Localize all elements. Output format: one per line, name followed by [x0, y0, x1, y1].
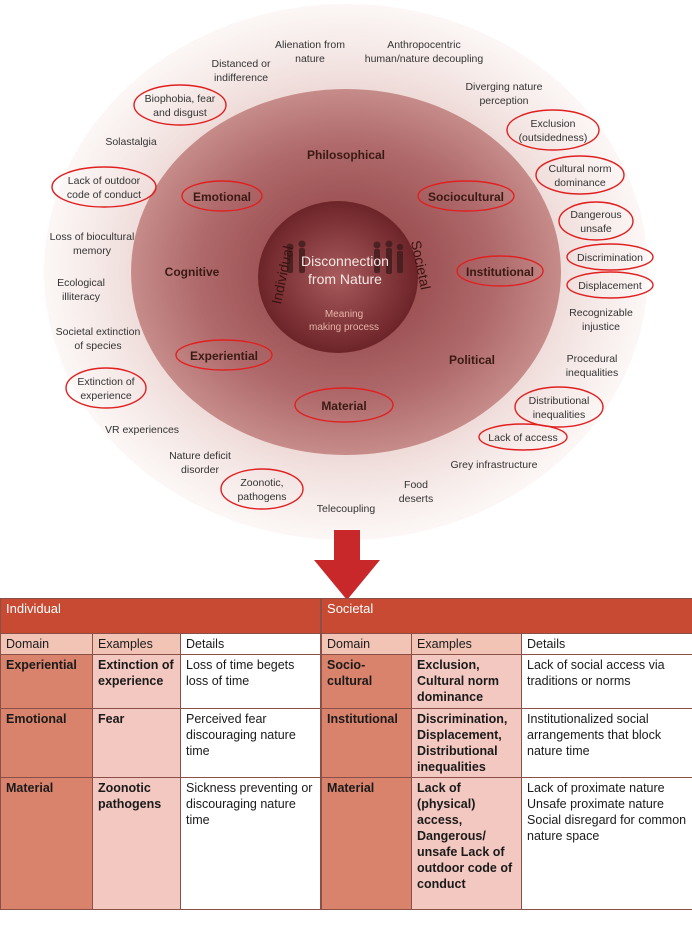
highlight-oval-cultural-norm — [535, 155, 625, 195]
cell-domain: Socio-cultural — [321, 654, 413, 709]
header-details: Details — [521, 633, 692, 655]
cell-examples: Zoonotic pathogens — [92, 777, 181, 910]
outer-solastalgia: Solastalgia — [105, 136, 157, 148]
cell-domain: Experiential — [0, 654, 93, 709]
highlight-oval-emotional — [181, 180, 263, 212]
domain-material: Material — [321, 399, 366, 413]
cell-examples: Lack of (physical) access, Dangerous/ un… — [411, 777, 523, 910]
cell-details: Institutionalized social arrangements th… — [521, 708, 692, 778]
core-title-2: from Nature — [308, 271, 382, 287]
highlight-oval-displacement — [566, 271, 654, 299]
highlight-oval-discrimination — [566, 243, 654, 271]
highlight-oval-experiential — [175, 339, 273, 371]
domain-philosophical: Philosophical — [307, 148, 385, 162]
table-row: Material Zoonotic pathogens Sickness pre… — [0, 777, 692, 910]
cell-examples: Extinction of experience — [92, 654, 181, 709]
highlight-oval-distributional — [514, 386, 604, 428]
core-subtitle-1: Meaning — [325, 309, 363, 320]
outer-grey: Grey infrastructure — [451, 459, 538, 471]
highlight-oval-sociocultural — [417, 180, 515, 212]
domain-emotional: Emotional — [193, 190, 251, 204]
highlight-oval-biophobia — [133, 84, 227, 126]
cell-details: Loss of time begets loss of time — [179, 654, 322, 709]
core-title-1: Disconnection — [301, 253, 389, 269]
cell-details: Lack of proximate nature Unsafe proximat… — [521, 777, 692, 910]
highlight-oval-dangerous — [558, 201, 634, 241]
people-silhouette-left — [286, 240, 306, 273]
header-domain: Domain — [321, 633, 413, 655]
domain-sociocultural: Sociocultural — [428, 190, 504, 204]
table-row: Experiential Extinction of experience Lo… — [0, 654, 692, 709]
cell-examples: Discrimination, Displacement, Distributi… — [411, 708, 523, 778]
highlight-oval-exclusion — [506, 109, 600, 151]
header-examples: Examples — [411, 633, 523, 655]
outer-discrimination: Discrimination — [577, 252, 643, 264]
highlight-oval-material — [294, 387, 394, 423]
cell-domain: Institutional — [321, 708, 413, 778]
cell-examples: Fear — [92, 708, 181, 778]
domain-political: Political — [449, 353, 495, 367]
domain-institutional: Institutional — [466, 265, 534, 279]
highlight-oval-lack-access — [478, 423, 568, 451]
domain-experiential: Experiential — [190, 349, 258, 363]
group-societal: Societal — [321, 598, 692, 634]
table-group-row: Individual Societal — [0, 598, 692, 634]
core-subtitle-2: making process — [309, 322, 379, 333]
table-row: Emotional Fear Perceived fear discouragi… — [0, 708, 692, 778]
cell-domain: Material — [0, 777, 93, 910]
highlight-oval-zoonotic — [220, 468, 304, 510]
highlight-oval-institutional — [456, 255, 544, 287]
down-arrow-icon — [314, 530, 380, 600]
outer-exclusion: Exclusion(outsidedness) — [519, 118, 588, 144]
cell-examples: Exclusion, Cultural norm dominance — [411, 654, 523, 709]
table-header-row: Domain Examples Details Domain Examples … — [0, 633, 692, 655]
highlight-oval-lack-outdoor — [51, 166, 157, 208]
outer-telecoupling: Telecoupling — [317, 503, 376, 515]
outer-zoonotic: Zoonotic,pathogens — [237, 477, 286, 503]
core-circle — [258, 201, 418, 353]
outer-vr: VR experiences — [105, 424, 179, 436]
disconnection-table: Individual Societal Domain Examples Deta… — [0, 598, 692, 910]
cell-details: Sickness preventing or discouraging natu… — [179, 777, 322, 910]
people-silhouette-right — [373, 240, 404, 274]
header-examples: Examples — [92, 633, 181, 655]
disconnection-diagram: Disconnection from Nature Meaning making… — [44, 4, 654, 540]
domain-cognitive: Cognitive — [165, 265, 220, 279]
cell-domain: Emotional — [0, 708, 93, 778]
header-details: Details — [179, 633, 322, 655]
header-domain: Domain — [0, 633, 93, 655]
highlight-oval-extinction-experience — [65, 367, 147, 409]
outer-lack-access: Lack of access — [488, 432, 557, 444]
cell-details: Perceived fear discouraging nature time — [179, 708, 322, 778]
cell-details: Lack of social access via traditions or … — [521, 654, 692, 709]
cell-domain: Material — [321, 777, 413, 910]
outer-displacement: Displacement — [578, 280, 642, 292]
group-individual: Individual — [0, 598, 322, 634]
